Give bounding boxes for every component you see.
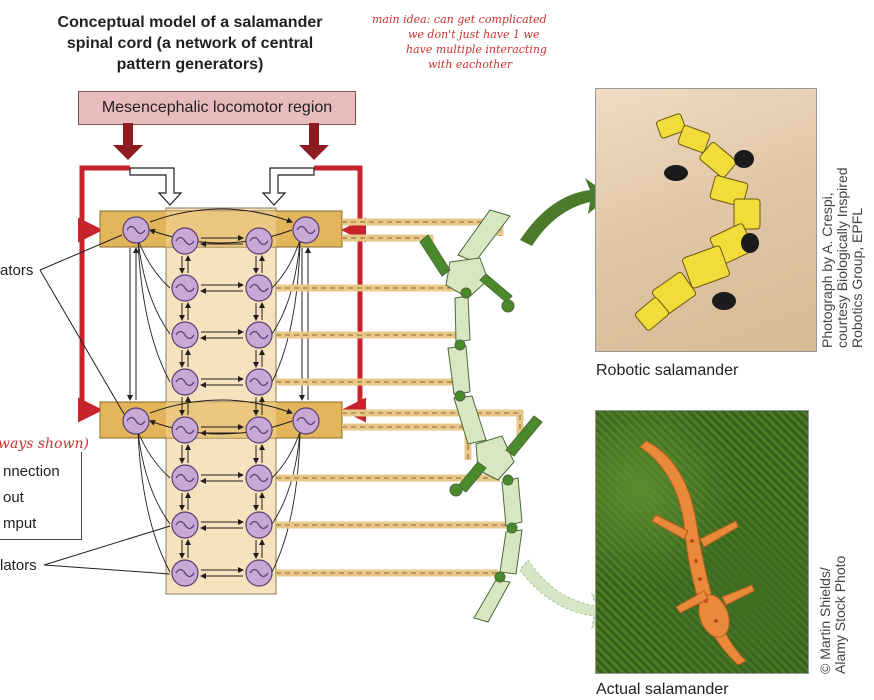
actual-photo-credit: © Martin Shields/ Alamy Stock Photo [817, 414, 848, 674]
diagram-title: Conceptual model of a salamander spinal … [40, 12, 340, 75]
note-line: have multiple interacting [406, 43, 547, 56]
oscillator-wave [249, 236, 269, 246]
oscillator-wave [249, 377, 269, 387]
schematic-salamander [419, 209, 543, 623]
fan-lines [137, 239, 301, 573]
label-pointers [39, 234, 171, 575]
note-line: with eachother [428, 58, 513, 71]
oscillator-wave [175, 425, 195, 435]
note-line: main idea: can get complicated [372, 13, 547, 26]
descending-input-arrows [113, 123, 329, 160]
legend-output: out [3, 489, 24, 506]
oscillator-wave [249, 568, 269, 578]
arrow-to-robot [520, 178, 610, 246]
mlr-box: Mesencephalic locomotor region [78, 91, 356, 125]
mlr-label: Mesencephalic locomotor region [101, 99, 333, 116]
output-line-dash [342, 237, 431, 250]
oscillator-wave [175, 520, 195, 530]
output-line [342, 423, 472, 460]
title-line: pattern generators) [116, 56, 264, 73]
oscillator-wave [249, 425, 269, 435]
oscillator-wave [249, 330, 269, 340]
oscillator-wave [175, 568, 195, 578]
credit-line: courtesy Biologically Inspired [834, 167, 850, 348]
actual-caption: Actual salamander [596, 681, 729, 698]
actual-salamander-photo [595, 410, 809, 674]
oscillator-wave [175, 283, 195, 293]
oscillator-wave [249, 283, 269, 293]
output-line [342, 409, 524, 440]
handwritten-note: main idea: can get complicated we don't … [372, 12, 622, 72]
oscillator-wave [249, 520, 269, 530]
credit-line: Photograph by A. Crespi, [819, 192, 835, 348]
oscillators-label-top: ators [0, 262, 34, 279]
limb-oscillators [122, 216, 320, 435]
title-line: spinal cord (a network of central [66, 35, 314, 52]
credit-line: Alamy Stock Photo [832, 555, 848, 674]
legend-handwritten-note: ways shown) [0, 436, 91, 452]
oscillator-wave [175, 473, 195, 483]
coupling-arcs [149, 208, 293, 435]
robot-caption: Robotic salamander [596, 362, 739, 379]
oscillator-wave [175, 236, 195, 246]
salamander-illustration [639, 440, 755, 666]
note-line: we don't just have 1 we [408, 28, 540, 41]
robot-illustration [634, 113, 761, 331]
legend-box: nnection out mput [0, 448, 82, 540]
output-line [342, 234, 434, 250]
legend-input: mput [3, 515, 37, 532]
title-line: Conceptual model of a salamander [57, 14, 323, 31]
credit-line: © Martin Shields/ [817, 567, 833, 674]
oscillator-wave [175, 377, 195, 387]
oscillator-wave [249, 473, 269, 483]
oscillator-wave [175, 330, 195, 340]
robot-salamander-photo [595, 88, 817, 352]
robot-photo-credit: Photograph by A. Crespi, courtesy Biolog… [819, 88, 865, 348]
output-line-dash [342, 426, 469, 460]
axial-oscillators [171, 227, 273, 587]
limb-vertical-links [127, 247, 311, 401]
credit-line: Robotics Group, EPFL [849, 207, 865, 348]
oscillators-label-bottom: lators [0, 557, 37, 574]
hollow-arrows [129, 167, 315, 206]
legend-connection: nnection [3, 463, 60, 480]
